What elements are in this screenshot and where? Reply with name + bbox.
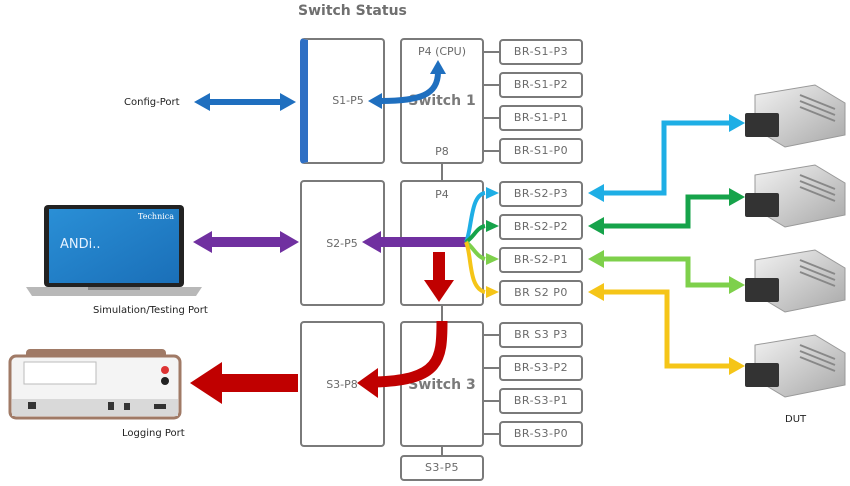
s2-fanout: [464, 191, 486, 294]
ecu-device-1: [745, 84, 846, 148]
port-br-s3-p2: BR-S3-P2: [499, 355, 583, 381]
switch3-port-links: [484, 334, 499, 435]
switch1-p8-label: P8: [435, 145, 449, 158]
ecu-device-4: [745, 334, 846, 398]
logging-down-arrow: [424, 252, 454, 302]
host-port-label-s1: S1-P5: [332, 94, 364, 107]
ecu-device-3: [745, 249, 846, 313]
laptop-icon: [26, 205, 202, 296]
connector-lines: [441, 51, 499, 455]
ecu-device-2: [745, 164, 846, 228]
port-br-s2-p1: BR-S2-P1: [499, 247, 583, 273]
switch-box-1: [400, 38, 484, 164]
host-port-label-s2: S2-P5: [326, 237, 358, 250]
simulation-arrow: [193, 231, 299, 253]
port-br-s2-p2: BR-S2-P2: [499, 214, 583, 240]
switch3-extra-port: S3-P5: [400, 455, 484, 481]
port-br-s1-p2: BR-S1-P2: [499, 72, 583, 98]
simulation-port-label: Simulation/Testing Port: [93, 305, 208, 316]
switch1-port-links: [484, 51, 499, 152]
config-port-arrow: [194, 93, 296, 111]
port-br-s3-p1: BR-S3-P1: [499, 388, 583, 414]
port-br-s1-p1: BR-S1-P1: [499, 105, 583, 131]
laptop-brand-logo: Technica: [138, 212, 175, 221]
config-port-label: Config-Port: [124, 97, 180, 108]
switch3-name: Switch 3: [408, 377, 476, 393]
logging-port-label: Logging Port: [122, 428, 185, 439]
switch2-p4-label: P4: [435, 188, 449, 201]
switch1-cpu-port-label: P4 (CPU): [417, 45, 467, 58]
port-br-s2-p0: BR S2 P0: [499, 280, 583, 306]
logging-port-arrow: [190, 362, 298, 404]
dut-routes: [600, 120, 730, 369]
diagram-title: Switch Status: [298, 3, 407, 19]
dut-label: DUT: [785, 414, 807, 425]
cpu-arrow: [368, 60, 446, 109]
port-br-s1-p0: BR-S1-P0: [499, 138, 583, 164]
port-br-s3-p0: BR-S3-P0: [499, 421, 583, 447]
dut-arrowheads: [588, 114, 745, 375]
host-port-label-s3: S3-P8: [326, 378, 358, 391]
logging-curved-arrow: [357, 320, 448, 398]
logging-device-icon: [8, 349, 182, 420]
port-br-s1-p3: BR-S1-P3: [499, 39, 583, 65]
laptop-screen-text: ANDi..: [60, 237, 101, 252]
port-br-s2-p3: BR-S2-P3: [499, 181, 583, 207]
s2-purple-arrow: [362, 231, 466, 253]
port-br-s3-p3: BR S3 P3: [499, 322, 583, 348]
